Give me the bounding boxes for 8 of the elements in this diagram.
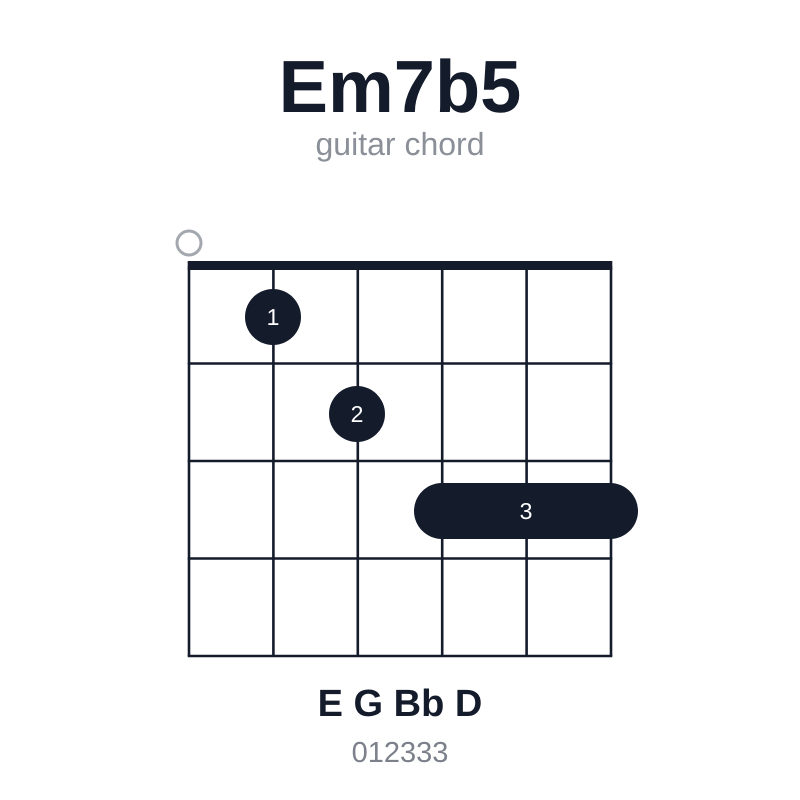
fret-sequence: 012333 xyxy=(350,739,450,768)
finger-dot: 2 xyxy=(329,386,385,442)
barre-bar: 3 xyxy=(414,483,638,539)
finger-dot: 1 xyxy=(245,289,301,345)
chord-title: Em7b5 xyxy=(278,50,522,124)
ring-icon xyxy=(175,229,203,257)
chord-notes: E G Bb D xyxy=(316,685,484,723)
subtitle: guitar chord xyxy=(314,128,486,160)
